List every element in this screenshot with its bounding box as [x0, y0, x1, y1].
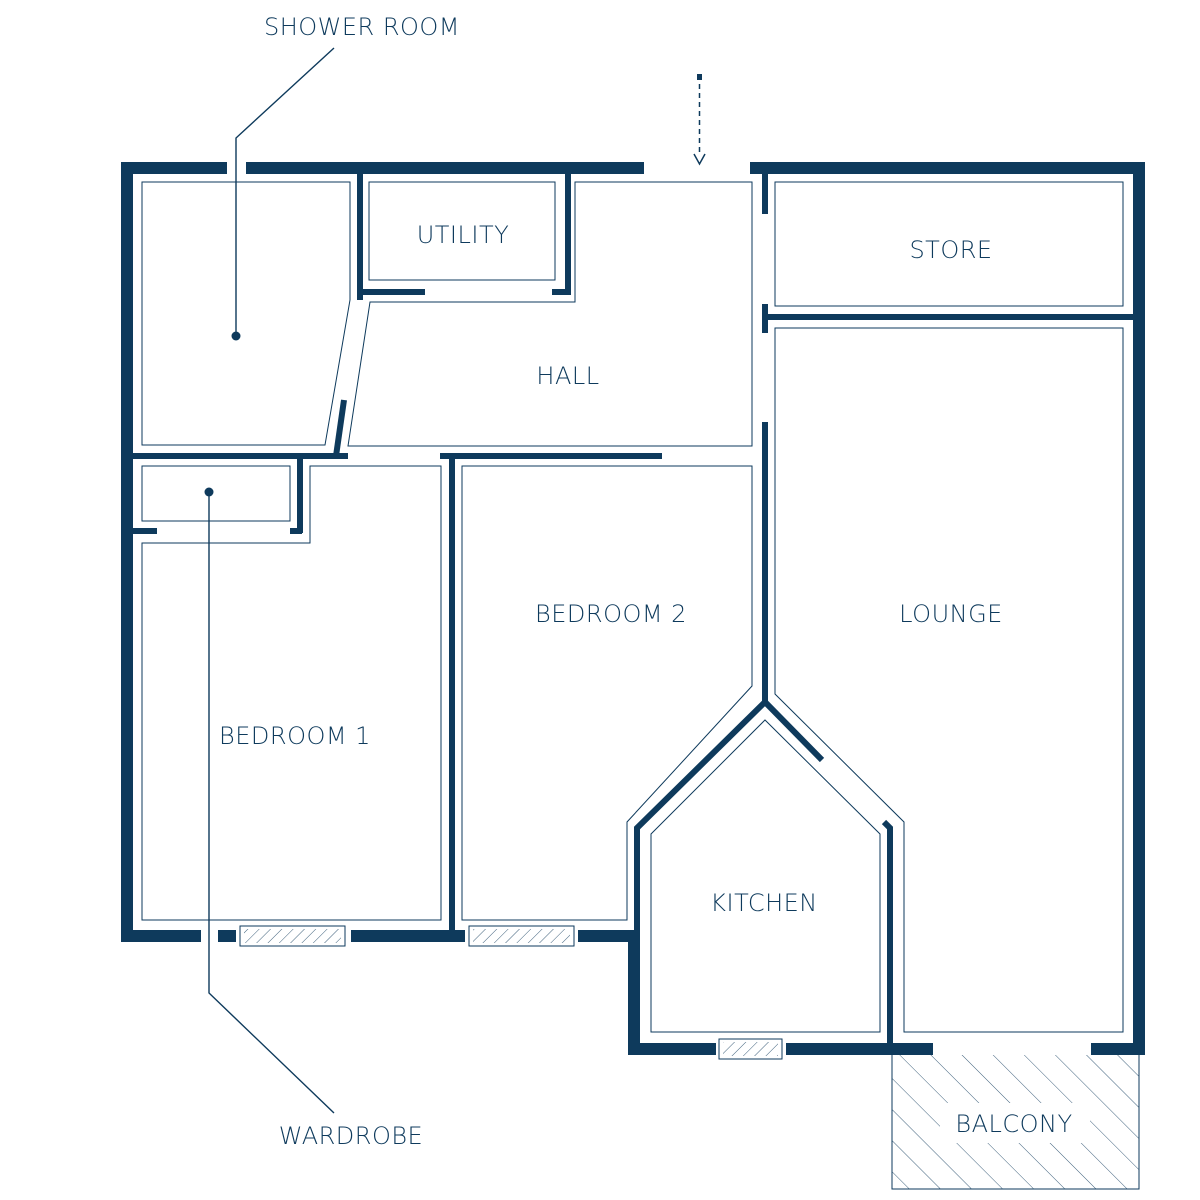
shower-room-marker	[231, 331, 241, 341]
label-lounge: LOUNGE	[899, 600, 1003, 628]
label-wardrobe: WARDROBE	[279, 1122, 423, 1150]
label-bedroom-1: BEDROOM 1	[219, 722, 371, 750]
wardrobe-marker	[204, 487, 214, 497]
label-store: STORE	[909, 236, 992, 264]
exterior-walls	[121, 162, 1145, 1055]
shower-room-leader	[231, 47, 335, 341]
interior-walls	[133, 174, 1135, 1045]
label-shower-room: SHOWER ROOM	[264, 13, 460, 41]
label-balcony: BALCONY	[955, 1110, 1072, 1138]
room-outlines	[141, 181, 1124, 1033]
label-bedroom-2: BEDROOM 2	[535, 600, 687, 628]
entrance-arrow-icon	[693, 74, 706, 166]
wardrobe-leader	[204, 487, 335, 1114]
window-icon	[468, 925, 575, 947]
balcony-area	[891, 1055, 1140, 1190]
window-icon	[718, 1038, 783, 1060]
label-kitchen: KITCHEN	[710, 889, 818, 917]
window-icon	[239, 925, 346, 947]
label-utility: UTILITY	[417, 221, 510, 249]
label-hall: HALL	[536, 362, 599, 390]
